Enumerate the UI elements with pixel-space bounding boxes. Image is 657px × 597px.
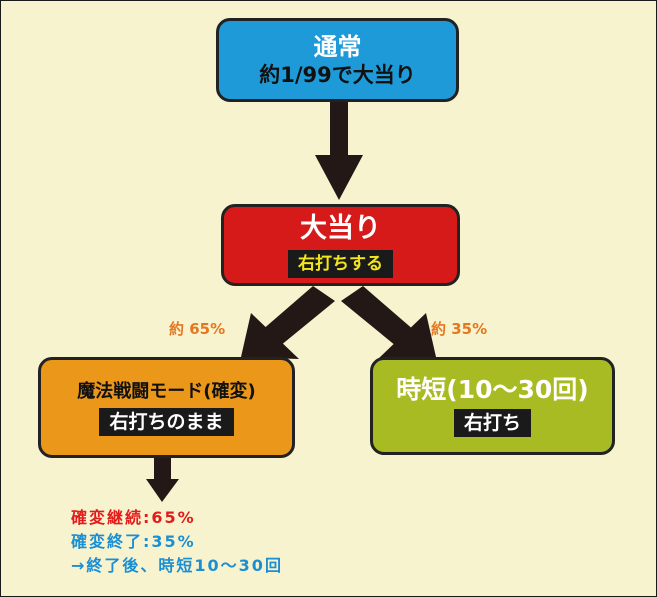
note-after: →終了後、時短10〜30回 — [71, 556, 283, 575]
magic-mode-tag: 右打ちのまま — [99, 407, 234, 436]
right-percent: 約 35% — [431, 320, 488, 338]
tsujo-box: 通常 約1/99で大当り — [216, 18, 459, 102]
magic-mode-box: 魔法戦闘モード(確変) 右打ちのまま — [38, 357, 295, 458]
jitan-box: 時短(10〜30回) 右打ち — [370, 357, 615, 455]
arrow-tsujo-to-oatari — [315, 102, 363, 200]
tsujo-subtitle: 約1/99で大当り — [259, 63, 416, 87]
oatari-tag: 右打ちする — [288, 250, 393, 278]
arrow-oatari-to-jitan — [341, 286, 436, 359]
oatari-box: 大当り 右打ちする — [221, 204, 460, 286]
arrow-magic-to-notes — [146, 458, 179, 502]
notes: 確変継続:65% 確変終了:35% →終了後、時短10〜30回 — [71, 506, 283, 578]
oatari-title: 大当り — [300, 213, 381, 244]
note-continue: 確変継続:65% — [71, 508, 196, 527]
note-end: 確変終了:35% — [71, 532, 196, 551]
magic-mode-title: 魔法戦闘モード(確変) — [77, 380, 256, 402]
tsujo-title: 通常 — [313, 33, 362, 61]
jitan-tag: 右打ち — [453, 409, 531, 437]
jitan-title: 時短(10〜30回) — [396, 375, 589, 404]
arrow-oatari-to-magic — [241, 286, 335, 359]
left-percent: 約 65% — [169, 320, 226, 338]
